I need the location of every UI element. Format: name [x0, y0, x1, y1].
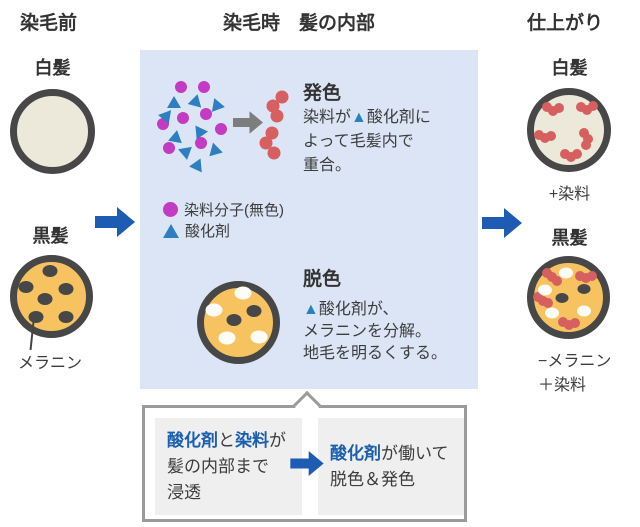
white-hair-before-label: 白髪 — [34, 58, 71, 78]
callout-step2: 酸化剤が働いて 脱色＆発色 — [318, 418, 464, 515]
white-hair-after-label: 白髪 — [551, 58, 588, 78]
legend-dye-label: 染料分子(無色) — [184, 202, 284, 219]
black-note-melanin: −メラニン — [538, 353, 612, 370]
white-hair-after-circle — [527, 88, 611, 172]
bleach-hair-circle — [197, 281, 280, 364]
dye-molecule-icon — [163, 202, 178, 217]
callout-step1: 酸化剤と染料が 髪の内部まで 浸透 — [155, 418, 302, 515]
develop-line1: 染料が▲酸化剤に — [303, 106, 431, 130]
text-oxidizer: 酸化剤 — [167, 430, 218, 450]
develop-text: 酸化剤に — [366, 109, 431, 126]
white-hair-before-circle — [10, 89, 95, 174]
develop-text: 染料が — [303, 109, 352, 126]
text-works: が働いて — [381, 443, 449, 463]
bleach-line2: メラニンを分解。 — [303, 323, 432, 340]
melanin-label: メラニン — [18, 355, 83, 372]
black-hair-before-label: 黒髪 — [32, 226, 69, 246]
bleach-description: ▲酸化剤が、 メラニンを分解。 地毛を明るくする。 — [303, 299, 447, 365]
callout-step-arrow — [290, 451, 324, 476]
black-hair-before-circle — [10, 255, 93, 338]
text-and: と — [218, 430, 235, 450]
hair-interior-panel — [140, 50, 478, 389]
bleach-text: 酸化剤が、 — [318, 301, 399, 318]
develop-line2: よって毛髪内で — [303, 133, 414, 150]
oxidizer-triangle-glyph: ▲ — [303, 301, 319, 318]
stage-label-finish: 仕上がり — [527, 13, 604, 34]
develop-description: 染料が▲酸化剤に よって毛髪内で 重合。 — [303, 106, 431, 178]
callout-step2-line2: 脱色＆発色 — [330, 469, 415, 489]
reaction-arrow — [233, 111, 263, 134]
stage-label-during: 染毛時 髪の内部 — [223, 13, 376, 34]
callout-step2-line1: 酸化剤が働いて — [330, 441, 464, 467]
black-hair-after-circle — [527, 256, 610, 339]
flow-arrow-right — [482, 208, 522, 238]
callout-step1-line1: 酸化剤と染料が — [167, 428, 302, 454]
bleach-line3: 地毛を明るくする。 — [303, 345, 448, 362]
stage-label-before: 染毛前 — [20, 13, 78, 34]
bleach-title: 脱色 — [303, 269, 342, 290]
callout-step1-line2: 髪の内部まで — [167, 456, 269, 476]
black-note-dye: ＋染料 — [538, 377, 587, 394]
text-oxidizer: 酸化剤 — [330, 443, 381, 463]
text-ga: が — [269, 430, 286, 450]
text-dye: 染料 — [235, 430, 269, 450]
bleach-line1: ▲酸化剤が、 — [303, 299, 447, 321]
oxidizer-icon — [163, 223, 179, 238]
flow-arrow-left — [95, 207, 135, 237]
legend-dye-row: 染料分子(無色) — [163, 199, 284, 220]
legend-oxidizer-row: 酸化剤 — [163, 220, 230, 241]
oxidizer-triangle-glyph: ▲ — [351, 109, 367, 126]
white-hair-after-note: +染料 — [548, 186, 591, 203]
develop-title: 発色 — [303, 83, 342, 104]
black-hair-after-label: 黒髪 — [551, 228, 588, 248]
develop-line3: 重合。 — [303, 157, 352, 174]
callout-step1-line3: 浸透 — [167, 482, 201, 502]
legend-oxidizer-label: 酸化剤 — [185, 223, 231, 240]
black-hair-after-note: −メラニン ＋染料 — [538, 350, 611, 398]
